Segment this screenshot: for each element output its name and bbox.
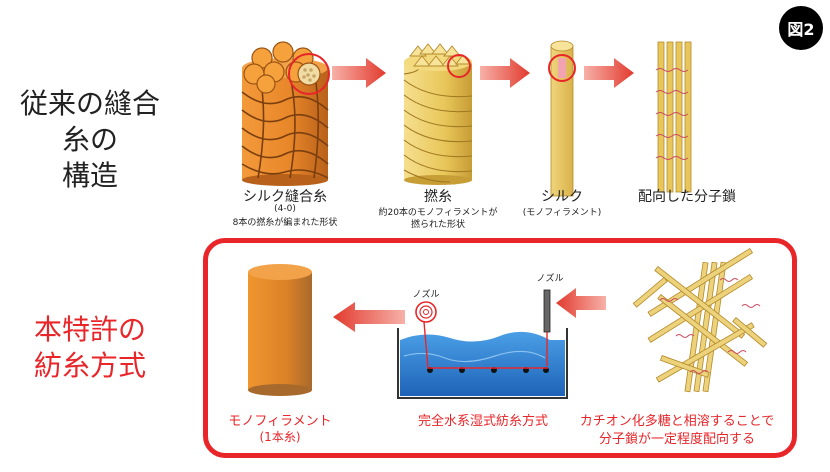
silk-monofilament-illustration [548, 40, 576, 197]
twisted-yarn-illustration [403, 43, 473, 185]
nozzle-label-left: ノズル [412, 290, 440, 300]
figure-number-badge: 図2 [779, 6, 823, 50]
monofilament-cylinder-illustration [248, 264, 312, 396]
stage-sub-twisted-yarn-2: 撚られた形状 [410, 220, 465, 230]
spool-icon [415, 301, 437, 323]
caption-monofilament-2: (1本糸) [259, 430, 301, 444]
nozzle-label-right: ノズル [536, 274, 564, 284]
stage-label-silk-suture: シルク縫合糸 [243, 189, 327, 205]
conventional-title: 従来の縫合糸の 構造 [10, 86, 170, 194]
arrow-right-icon [584, 58, 634, 88]
patent-title-line1: 本特許の [33, 313, 146, 346]
oriented-chains-illustration [655, 41, 692, 193]
patent-method-frame [203, 238, 797, 458]
stage-sub-silk-mono: (モノフィラメント) [522, 208, 602, 218]
caption-monofilament-1: モノフィラメント [228, 414, 332, 429]
arrow-right-icon [480, 58, 530, 88]
arrow-left-icon [556, 288, 606, 318]
cationic-polysaccharide-illustration [632, 247, 768, 393]
wet-spinning-bath-illustration [397, 289, 568, 399]
arrow-right-icon [332, 58, 386, 88]
stage-label-silk-mono: シルク [541, 189, 583, 205]
stage-sub-silk-suture-2: 8本の撚糸が編まれた形状 [232, 218, 338, 228]
stage-sub-twisted-yarn-1: 約20本のモノフィラメントが [378, 208, 498, 218]
conventional-title-line1: 従来の縫合糸の [19, 87, 160, 156]
stage-label-oriented-chains: 配向した分子鎖 [638, 189, 736, 205]
caption-polysaccharide-1: カチオン化多糖と相溶することで [579, 414, 775, 429]
nozzle-icon [543, 289, 551, 366]
caption-polysaccharide-2: 分子鎖が一定程度配向する [598, 432, 755, 447]
silk-suture-illustration [241, 41, 330, 186]
arrow-left-icon [333, 302, 405, 332]
stage-sub-silk-suture-1: (4-0) [274, 204, 296, 214]
caption-wet-spinning: 完全水系湿式紡糸方式 [417, 414, 548, 429]
conventional-title-line2: 構造 [61, 159, 118, 192]
patent-title-line2: 紡糸方式 [33, 349, 146, 382]
stage-label-twisted-yarn: 撚糸 [424, 189, 452, 205]
patent-title: 本特許の 紡糸方式 [10, 312, 170, 384]
